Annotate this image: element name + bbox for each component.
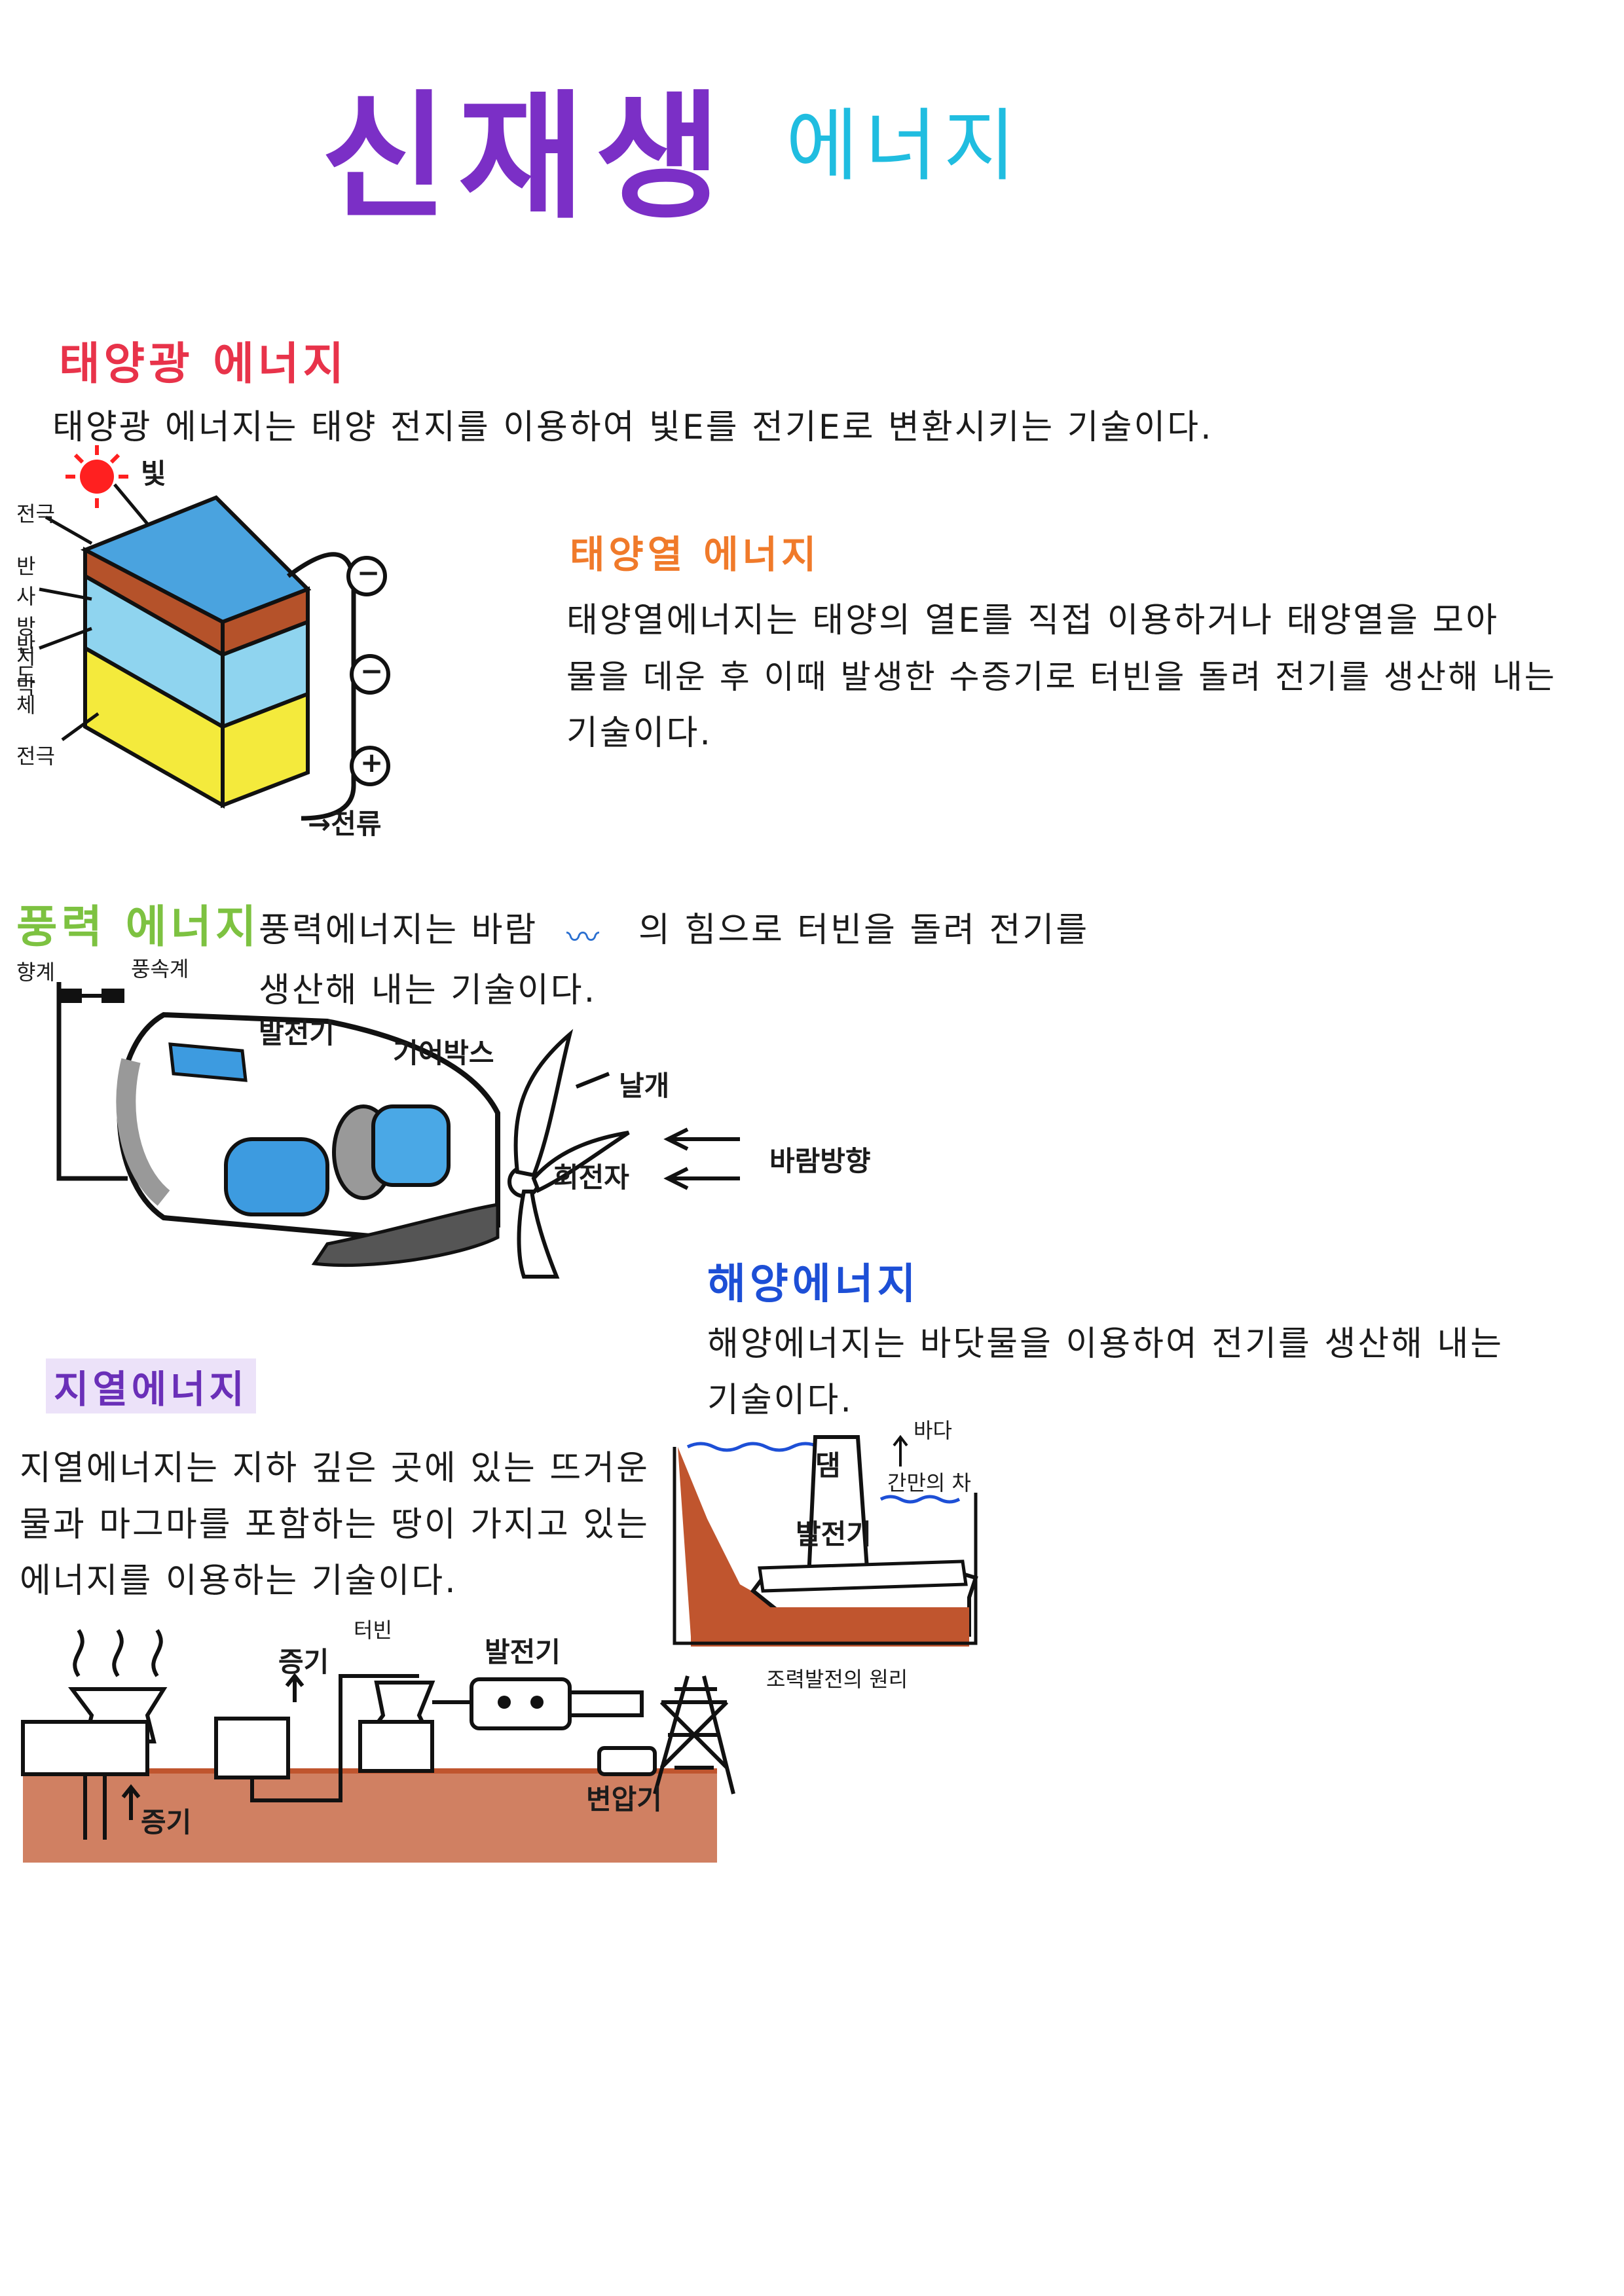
wind-turbine-drawing [56, 982, 740, 1279]
solar-pv-heading: 태양광 에너지 [59, 338, 348, 390]
label-light: 빛 [141, 458, 166, 490]
geothermal-line-2: 물과 마그마를 포함하는 땅이 가지고 있는 [20, 1505, 650, 1544]
label-transformer: 변압기 [586, 1783, 662, 1815]
label-generator-ocean: 발전기 [796, 1518, 872, 1550]
wind-swirl-icon: 〰 [566, 919, 599, 957]
ocean-heading: 해양에너지 [707, 1260, 920, 1309]
label-geo-generator: 발전기 [485, 1636, 561, 1668]
label-sea: 바다 [913, 1418, 952, 1443]
wind-line-1a: 풍력에너지는 바람 [259, 911, 538, 950]
label-blade: 날개 [619, 1070, 670, 1102]
solar-thermal-line-1: 태양열에너지는 태양의 열E를 직접 이용하거나 태양열을 모아 [566, 601, 1500, 640]
wind-line-2: 생산해 내는 기술이다. [259, 971, 597, 1010]
minus-terminal-1: − [357, 556, 380, 589]
label-steam-bottom: 증기 [141, 1806, 192, 1838]
label-wind-vane: 향계 [16, 960, 55, 985]
minus-terminal-2: − [360, 655, 384, 687]
label-rotor: 회전자 [553, 1161, 629, 1194]
solar-thermal-heading: 태양열 에너지 [570, 532, 821, 577]
tidal-drawing [673, 1434, 978, 1647]
label-current: →전류 [308, 808, 382, 840]
label-steam-top: 증기 [278, 1646, 329, 1678]
solar-thermal-line-2: 물을 데운 후 이때 발생한 수증기로 터빈을 돌려 전기를 생산해 내는 [566, 658, 1557, 696]
geothermal-line-3: 에너지를 이용하는 기술이다. [20, 1561, 458, 1601]
label-anti-reflect: 반사 방지막 [16, 554, 36, 699]
label-generator-wind: 발전기 [259, 1017, 335, 1049]
geothermal-heading: 지열에너지 [46, 1358, 256, 1413]
solar-cell-drawing [39, 445, 390, 821]
ocean-line-2: 기술이다. [707, 1381, 853, 1420]
label-electrode-top: 전극 [16, 501, 55, 526]
solar-pv-text: 태양광 에너지는 태양 전지를 이용하여 빛E를 전기E로 변환시키는 기술이다… [52, 408, 1213, 447]
label-electrode-bottom: 전극 [16, 744, 55, 769]
label-dam: 댐 [815, 1449, 841, 1482]
wind-line-1b: 의 힘으로 터빈을 돌려 전기를 [638, 911, 1090, 950]
geothermal-line-1: 지열에너지는 지하 깊은 곳에 있는 뜨거운 [20, 1449, 650, 1488]
label-wind-direction: 바람방향 [769, 1145, 871, 1177]
geothermal-drawing [21, 1629, 735, 1863]
plus-terminal: + [360, 746, 384, 778]
page-title: 신재생 [321, 77, 732, 238]
page-subtitle: 에너지 [786, 101, 1023, 192]
label-tide-difference: 간만의 차 [887, 1470, 971, 1495]
label-anemometer: 풍속계 [131, 957, 189, 981]
ocean-line-1: 해양에너지는 바닷물을 이용하여 전기를 생산해 내는 [707, 1324, 1504, 1364]
solar-thermal-line-3: 기술이다. [566, 714, 712, 753]
label-semiconductor: 반도체 [16, 632, 36, 718]
wind-heading: 풍력 에너지 [16, 902, 261, 953]
tidal-caption: 조력발전의 원리 [766, 1667, 908, 1692]
label-turbine: 터빈 [354, 1618, 392, 1643]
label-gearbox: 기어박스 [393, 1037, 494, 1069]
